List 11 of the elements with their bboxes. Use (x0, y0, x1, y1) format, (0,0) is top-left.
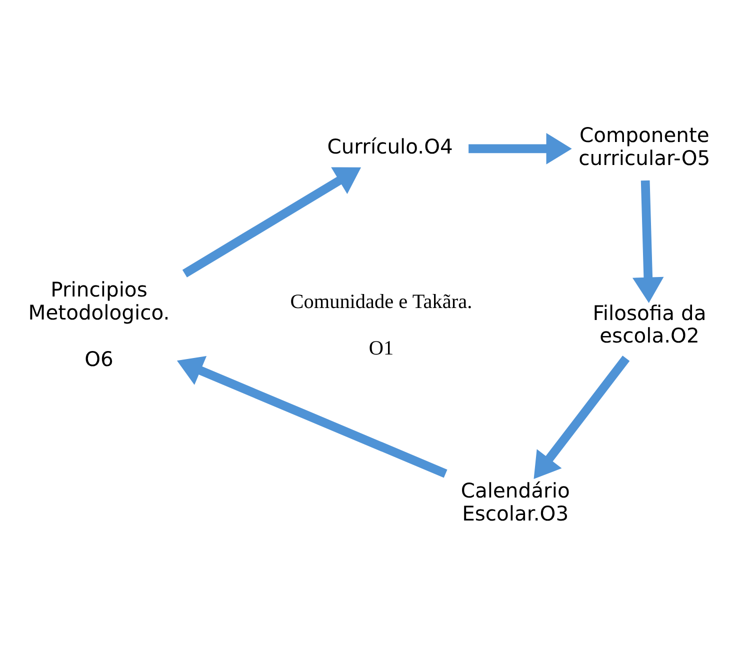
node-text: Componente curricular-O5 (578, 123, 710, 170)
node-text: Filosofia da escola.O2 (592, 300, 706, 348)
node-text: Calendário Escolar.O3 (460, 478, 570, 526)
node-text: Principios Metodologico. O6 (28, 278, 170, 372)
arrow (534, 356, 630, 479)
arrow (176, 356, 448, 478)
node-text: Comunidade e Takãra. O1 (290, 290, 472, 360)
arrow (468, 133, 572, 164)
node-text: Currículo.O4 (327, 134, 453, 159)
arrow (182, 167, 362, 278)
arrow (632, 180, 664, 303)
